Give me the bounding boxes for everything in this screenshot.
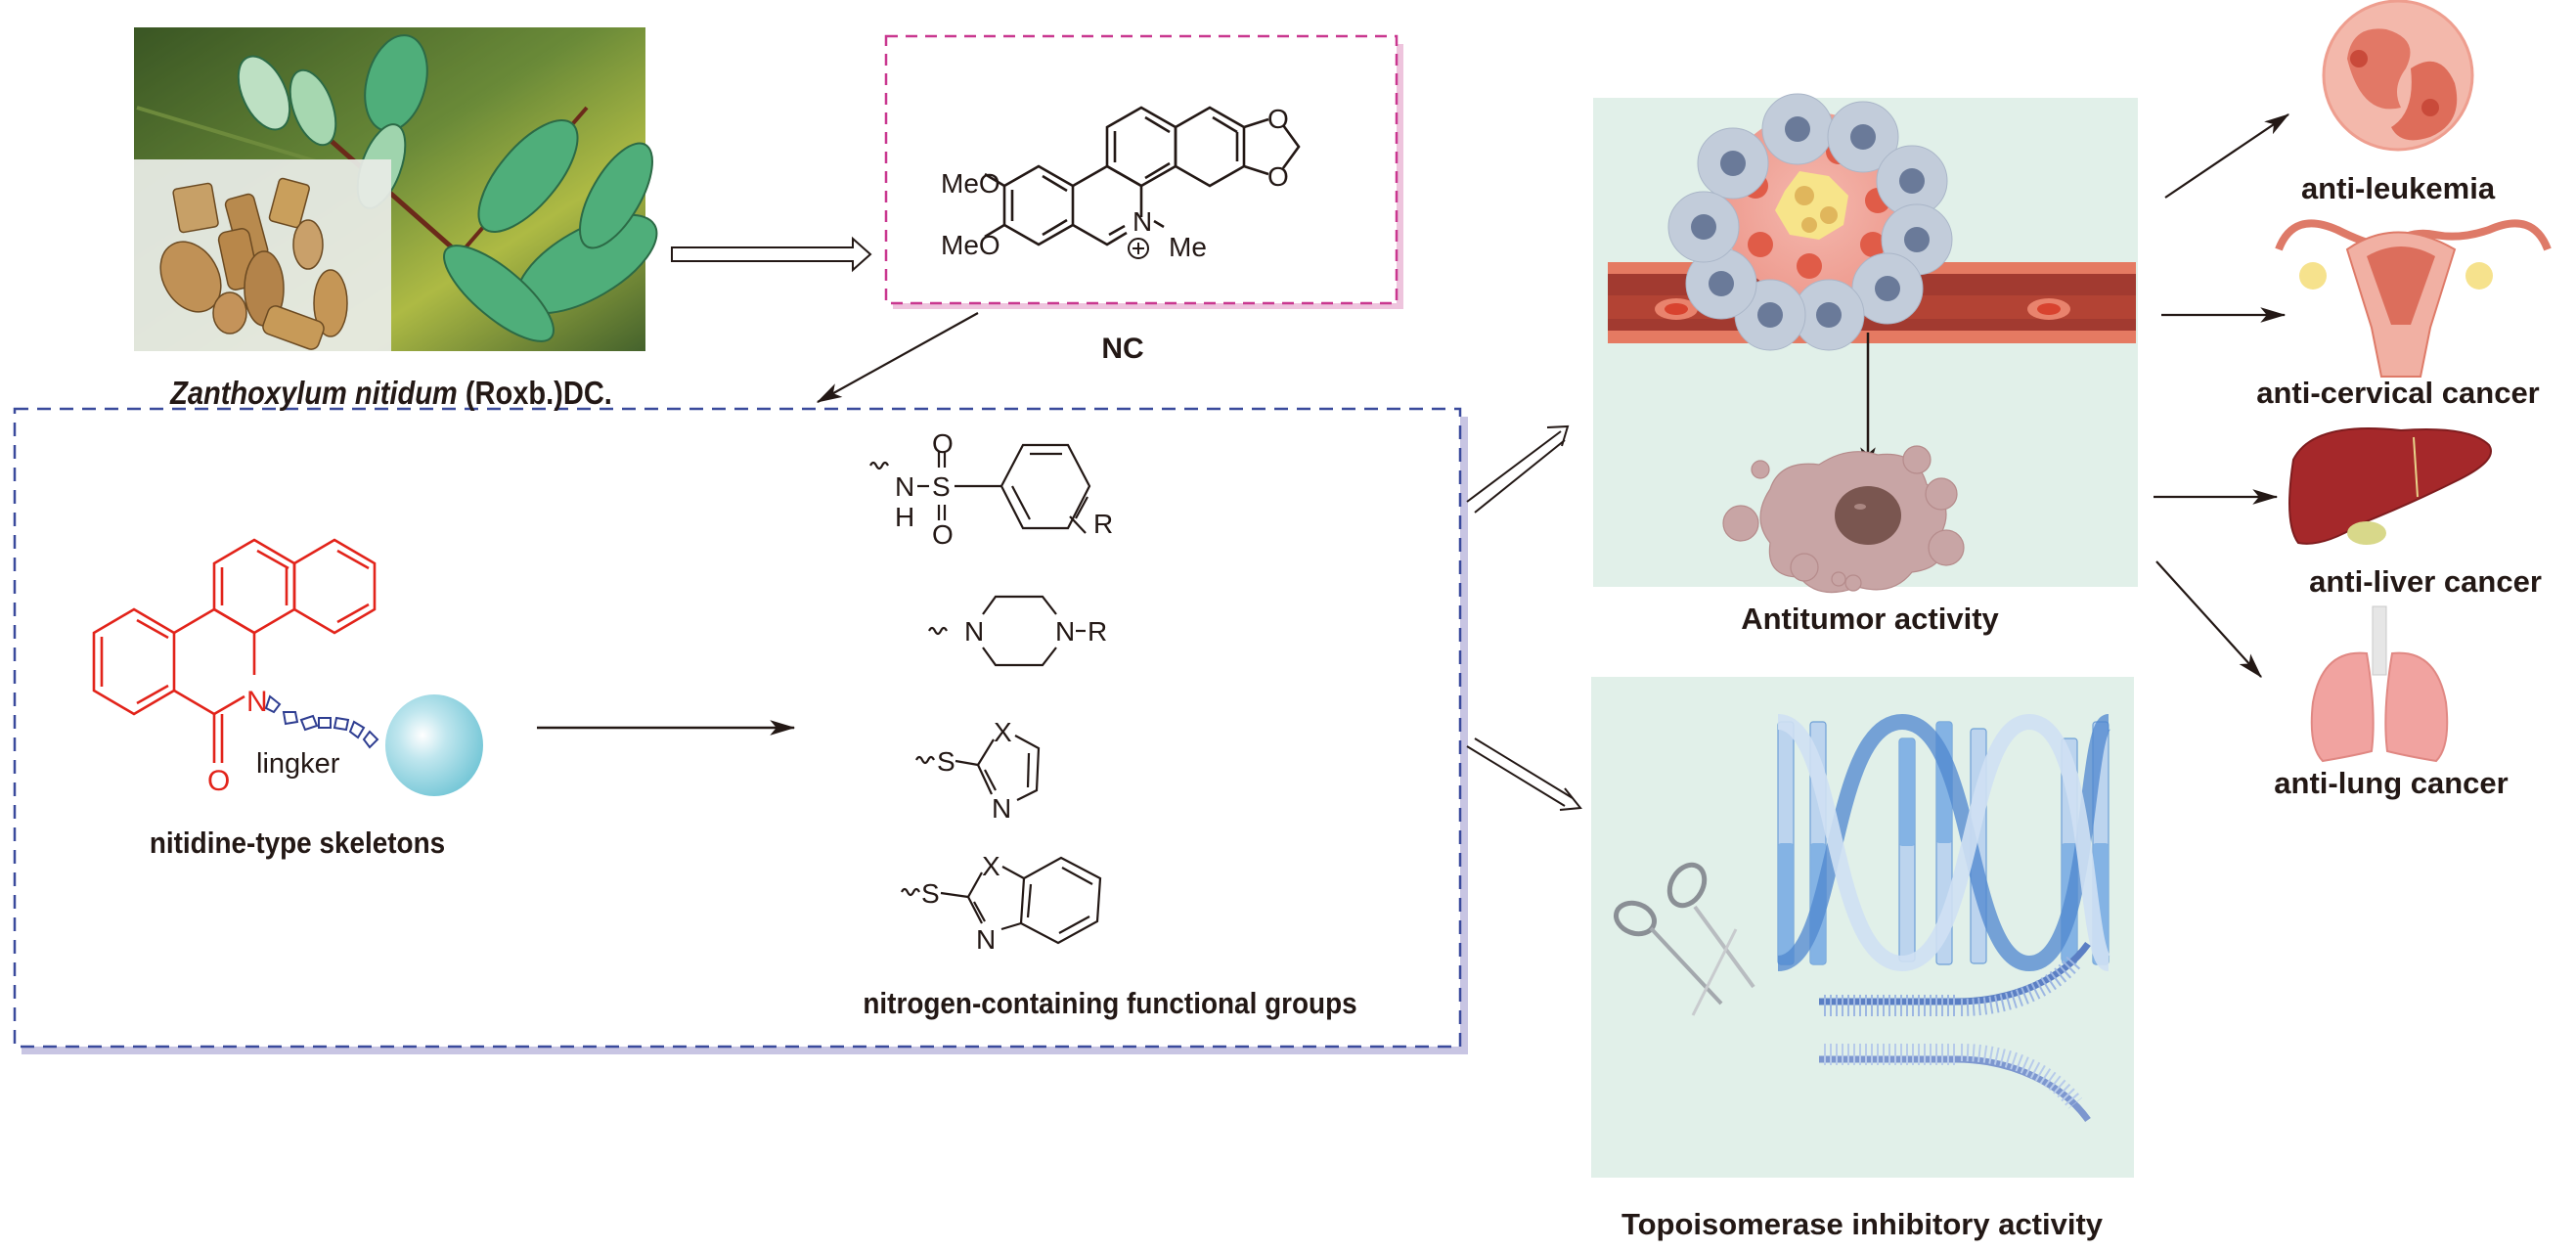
thiazole-group: S X N bbox=[915, 717, 1041, 824]
positive-charge-icon bbox=[1128, 238, 1149, 259]
lungs-icon bbox=[2310, 605, 2449, 763]
blood-cell-icon bbox=[2322, 0, 2474, 152]
species-name: Zanthoxylum nitidum bbox=[170, 375, 458, 411]
target-label-liver: anti-liver cancer bbox=[2309, 564, 2542, 599]
skeleton-oxygen: O bbox=[207, 765, 230, 797]
scissors-icon bbox=[1614, 862, 1755, 1016]
unzipping-dna-icon bbox=[1819, 941, 2091, 1123]
atom-x: X bbox=[982, 851, 1000, 881]
skeleton-nitrogen: N bbox=[246, 686, 268, 718]
target-label-leukemia: anti-leukemia bbox=[2300, 171, 2496, 205]
atom-s: S bbox=[932, 471, 951, 502]
linker-chain-icon bbox=[264, 694, 379, 749]
species-caption: Zanthoxylum nitidum (Roxb.)DC. bbox=[170, 375, 612, 412]
atom-r: R bbox=[1088, 616, 1107, 647]
arrow-to-lung bbox=[2155, 560, 2262, 678]
atom-n: N bbox=[992, 793, 1011, 824]
skeleton-label: nitidine-type skeletons bbox=[149, 826, 446, 860]
nc-oxygen-bottom: O bbox=[1267, 161, 1289, 192]
atom-x: X bbox=[994, 717, 1012, 747]
nc-methyl: Me bbox=[1169, 232, 1207, 262]
nc-nitrogen: N bbox=[1133, 206, 1152, 237]
atom-r: R bbox=[1093, 509, 1113, 539]
pharmacophore-ball-icon bbox=[385, 694, 483, 796]
sulfonamide-group: N H S O O R bbox=[869, 428, 1113, 550]
nc-meo-top: MeO bbox=[941, 168, 1000, 199]
target-label-cervical: anti-cervical cancer bbox=[2256, 376, 2540, 410]
nc-oxygen-top: O bbox=[1267, 104, 1289, 134]
topoisomerase-label: Topoisomerase inhibitory activity bbox=[1621, 1207, 2104, 1241]
double-arrow-to-topoisomerase bbox=[1466, 737, 1582, 811]
nc-meo-bottom: MeO bbox=[941, 230, 1000, 260]
antitumor-label: Antitumor activity bbox=[1741, 602, 1999, 636]
target-label-lung: anti-lung cancer bbox=[2274, 766, 2509, 800]
nc-structure bbox=[984, 106, 1301, 246]
design-box bbox=[13, 407, 1468, 1054]
atom-h: H bbox=[895, 502, 914, 532]
target-arrows bbox=[2154, 113, 2290, 678]
atom-s: S bbox=[937, 746, 955, 777]
species-authority: (Roxb.)DC. bbox=[457, 375, 612, 411]
atom-n: N bbox=[976, 924, 996, 955]
atom-n: N bbox=[964, 616, 984, 647]
nc-atom-labels: MeO MeO N Me O O bbox=[941, 104, 1289, 262]
uterus-icon bbox=[2275, 219, 2552, 378]
liver-icon bbox=[2288, 427, 2492, 545]
benzothiazole-group: S X N bbox=[901, 851, 1102, 955]
arrow-nc-to-design bbox=[816, 312, 979, 403]
piperazine-group: N N R bbox=[928, 595, 1107, 667]
double-arrow-to-antitumor bbox=[1466, 424, 1570, 514]
atom-n: N bbox=[895, 471, 914, 502]
atom-n: N bbox=[1055, 616, 1075, 647]
skeleton-atom-labels: N O bbox=[207, 686, 268, 797]
antitumor-panel bbox=[1593, 93, 2138, 594]
linker-label: lingker bbox=[256, 748, 340, 780]
nitidine-skeleton bbox=[92, 538, 377, 763]
plant-photo bbox=[134, 27, 658, 351]
groups-label: nitrogen-containing functional groups bbox=[863, 986, 1357, 1020]
atom-o-top: O bbox=[932, 428, 954, 459]
dna-helix-icon bbox=[1776, 713, 2112, 972]
nc-label: NC bbox=[1101, 333, 1144, 365]
atom-s: S bbox=[921, 878, 940, 909]
atom-o-bottom: O bbox=[932, 519, 954, 550]
arrow-to-leukemia bbox=[2164, 113, 2290, 199]
hollow-arrow-to-nc bbox=[671, 236, 872, 273]
topoisomerase-panel bbox=[1591, 677, 2134, 1178]
